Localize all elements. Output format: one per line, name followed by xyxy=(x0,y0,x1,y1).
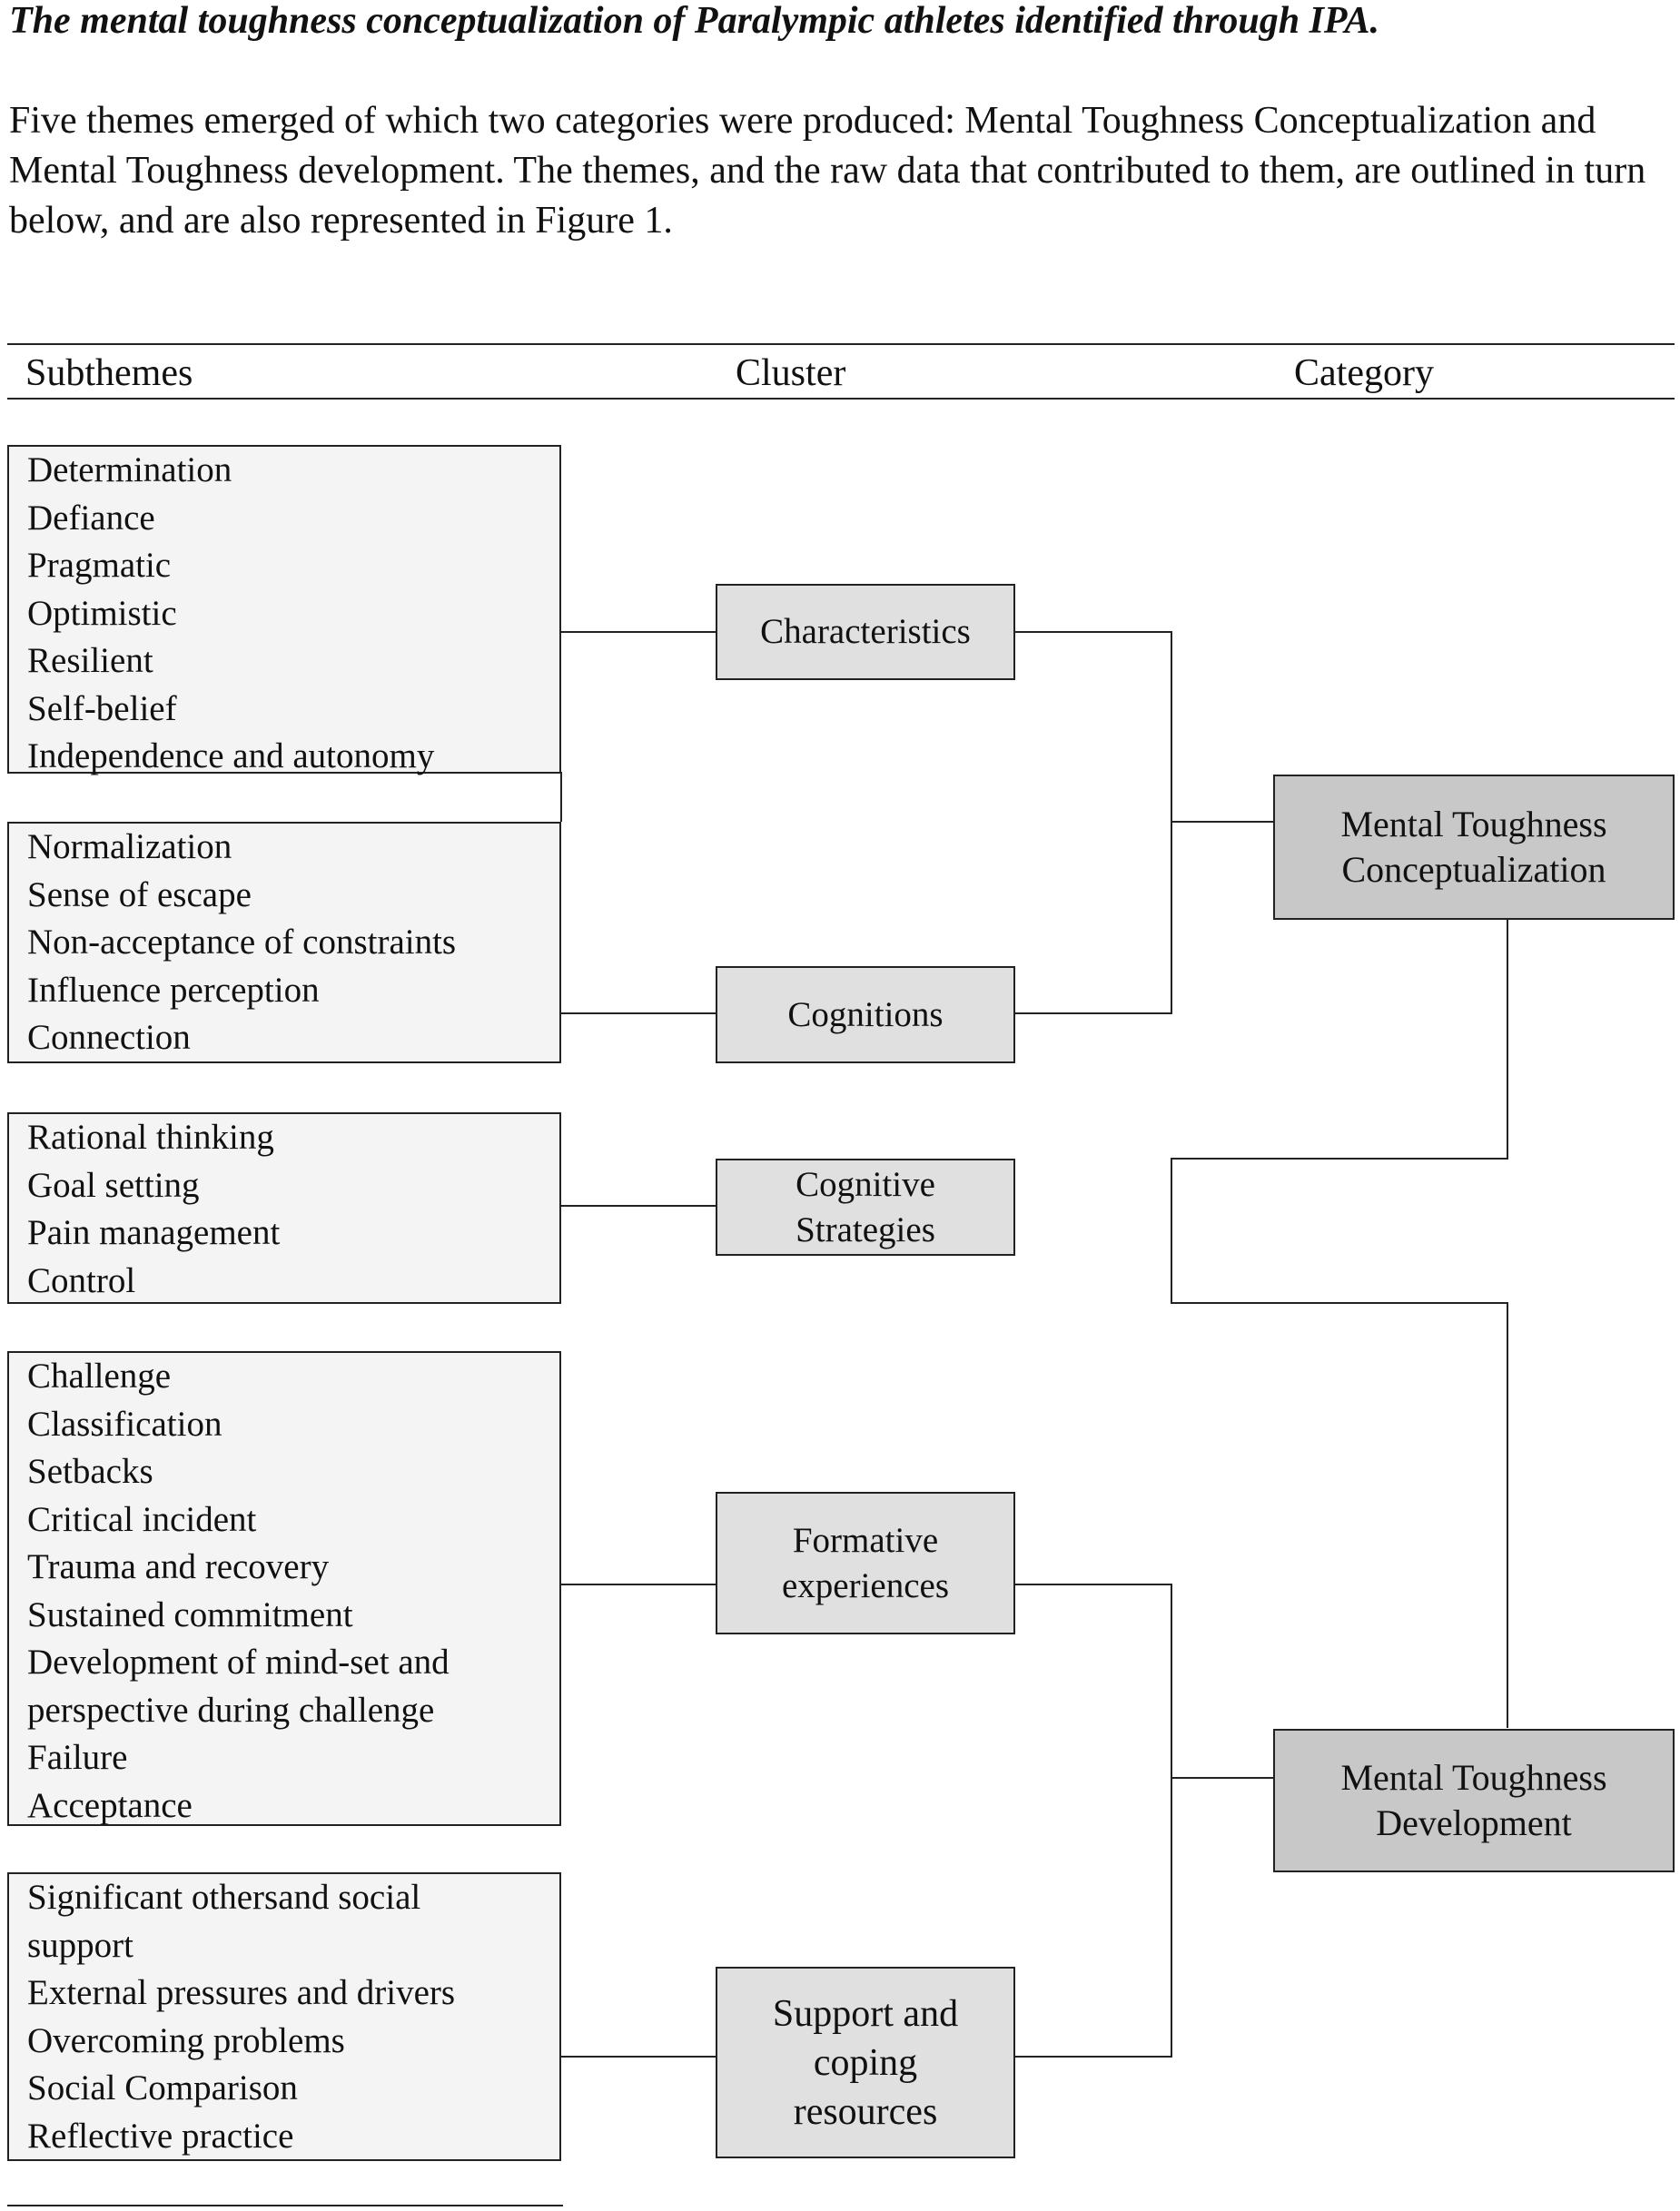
cluster-support-coping: Support and coping resources xyxy=(716,1967,1015,2158)
subtheme-item: Failure xyxy=(27,1738,128,1777)
bracket-middle xyxy=(1171,919,1508,1728)
subtheme-item: Control xyxy=(27,1260,136,1300)
subtheme-item: Sense of escape xyxy=(27,874,252,914)
subtheme-item: Critical incident xyxy=(27,1499,257,1539)
subtheme-item: Resilient xyxy=(27,641,153,680)
subtheme-group-cognitive-strategies: Rational thinking Goal setting Pain mana… xyxy=(7,1112,561,1304)
subtheme-group-formative-experiences: Challenge Classification Setbacks Critic… xyxy=(7,1351,561,1826)
subtheme-item: Self-belief xyxy=(27,688,177,728)
subtheme-item: perspective during challenge xyxy=(27,1690,435,1730)
subtheme-item: Optimistic xyxy=(27,593,177,633)
subtheme-item: support xyxy=(27,1925,133,1965)
cluster-formative-experiences: Formative experiences xyxy=(716,1492,1015,1634)
subtheme-item: Overcoming problems xyxy=(27,2020,345,2060)
subtheme-group-characteristics: Determination Defiance Pragmatic Optimis… xyxy=(7,445,561,775)
category-development: Mental Toughness Development xyxy=(1273,1729,1675,1872)
subtheme-item: Acceptance xyxy=(27,1785,193,1825)
subtheme-item: Independence and autonomy xyxy=(27,736,435,775)
subtheme-item: Pragmatic xyxy=(27,546,172,585)
subtheme-group-cognitions: Normalization Sense of escape Non-accept… xyxy=(7,822,561,1063)
subtheme-item: Significant othersand social xyxy=(27,1878,421,1917)
cluster-cognitive-strategies: Cognitive Strategies xyxy=(716,1159,1015,1256)
bracket-conceptualization xyxy=(1015,631,1273,1014)
subtheme-item: Rational thinking xyxy=(27,1118,274,1157)
subtheme-item: Defiance xyxy=(27,498,155,538)
subtheme-item: Classification xyxy=(27,1404,222,1444)
subtheme-item: Challenge xyxy=(27,1357,172,1396)
header-subthemes: Subthemes xyxy=(25,352,193,394)
subtheme-group-support-coping: Significant othersand social support Ext… xyxy=(7,1872,561,2161)
subtheme-item: Pain management xyxy=(27,1213,281,1252)
subtheme-item: Goal setting xyxy=(27,1165,200,1205)
table-top-rule xyxy=(7,343,1675,345)
subtheme-item: Non-acceptance of constraints xyxy=(27,923,457,962)
bracket-development xyxy=(1015,1584,1273,2058)
subtheme-item: Influence perception xyxy=(27,970,320,1010)
subtheme-item: Determination xyxy=(27,450,232,489)
header-cluster: Cluster xyxy=(736,352,846,394)
table-header-rule xyxy=(7,398,1675,400)
header-category: Category xyxy=(1294,352,1434,394)
category-conceptualization: Mental Toughness Conceptualization xyxy=(1273,775,1675,920)
subtheme-item: Setbacks xyxy=(27,1452,153,1491)
subtheme-item: External pressures and drivers xyxy=(27,1973,456,2012)
subtheme-item: Reflective practice xyxy=(27,2116,294,2156)
cluster-characteristics: Characteristics xyxy=(716,584,1015,680)
table-bottom-rule xyxy=(7,2205,563,2206)
figure-title: The mental toughness conceptualization o… xyxy=(9,0,1379,42)
cluster-cognitions: Cognitions xyxy=(716,966,1015,1063)
subtheme-item: Sustained commitment xyxy=(27,1594,353,1634)
subtheme-item: Social Comparison xyxy=(27,2068,298,2107)
subtheme-item: Connection xyxy=(27,1018,191,1057)
subtheme-item: Development of mind-set and xyxy=(27,1643,450,1682)
intro-paragraph: Five themes emerged of which two categor… xyxy=(9,100,1646,242)
subtheme-item: Normalization xyxy=(27,827,232,866)
subtheme-item: Trauma and recovery xyxy=(27,1547,330,1586)
